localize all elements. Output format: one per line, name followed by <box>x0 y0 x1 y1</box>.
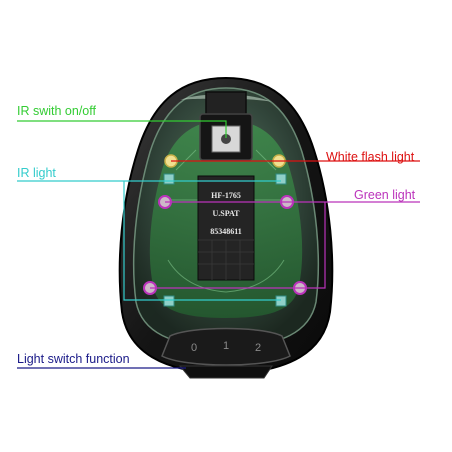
ir-switch-knob <box>221 134 231 144</box>
ir-switch-callout-line <box>17 120 227 138</box>
white-flash-label: White flash light <box>326 150 415 164</box>
dial-mark-2: 2 <box>255 342 261 354</box>
dial-mark-1: 1 <box>223 340 229 352</box>
green-light-callout-line <box>150 201 420 289</box>
ir-light-label: IR light <box>17 166 56 180</box>
chip-grid <box>198 239 254 280</box>
led-icon <box>163 173 175 185</box>
chip-text-2: U.SPAT <box>212 209 240 218</box>
rotary-dial[interactable] <box>161 327 291 366</box>
ir-light-callout-line <box>17 180 281 301</box>
chip-text-3: 85348611 <box>210 227 242 236</box>
led-icon <box>163 295 175 307</box>
green-light-label: Green light <box>354 188 416 202</box>
led-icon <box>275 295 287 307</box>
light-switch-label: Light switch function <box>17 352 130 366</box>
ir-switch-housing <box>205 91 247 115</box>
ir-switch-label: IR swith on/off <box>17 104 96 118</box>
dial-mark-0: 0 <box>191 342 197 354</box>
led-icon <box>275 173 287 185</box>
base-bracket <box>178 365 273 379</box>
ir-leds <box>163 173 287 307</box>
chip-text-1: HF-1765 <box>211 191 241 200</box>
